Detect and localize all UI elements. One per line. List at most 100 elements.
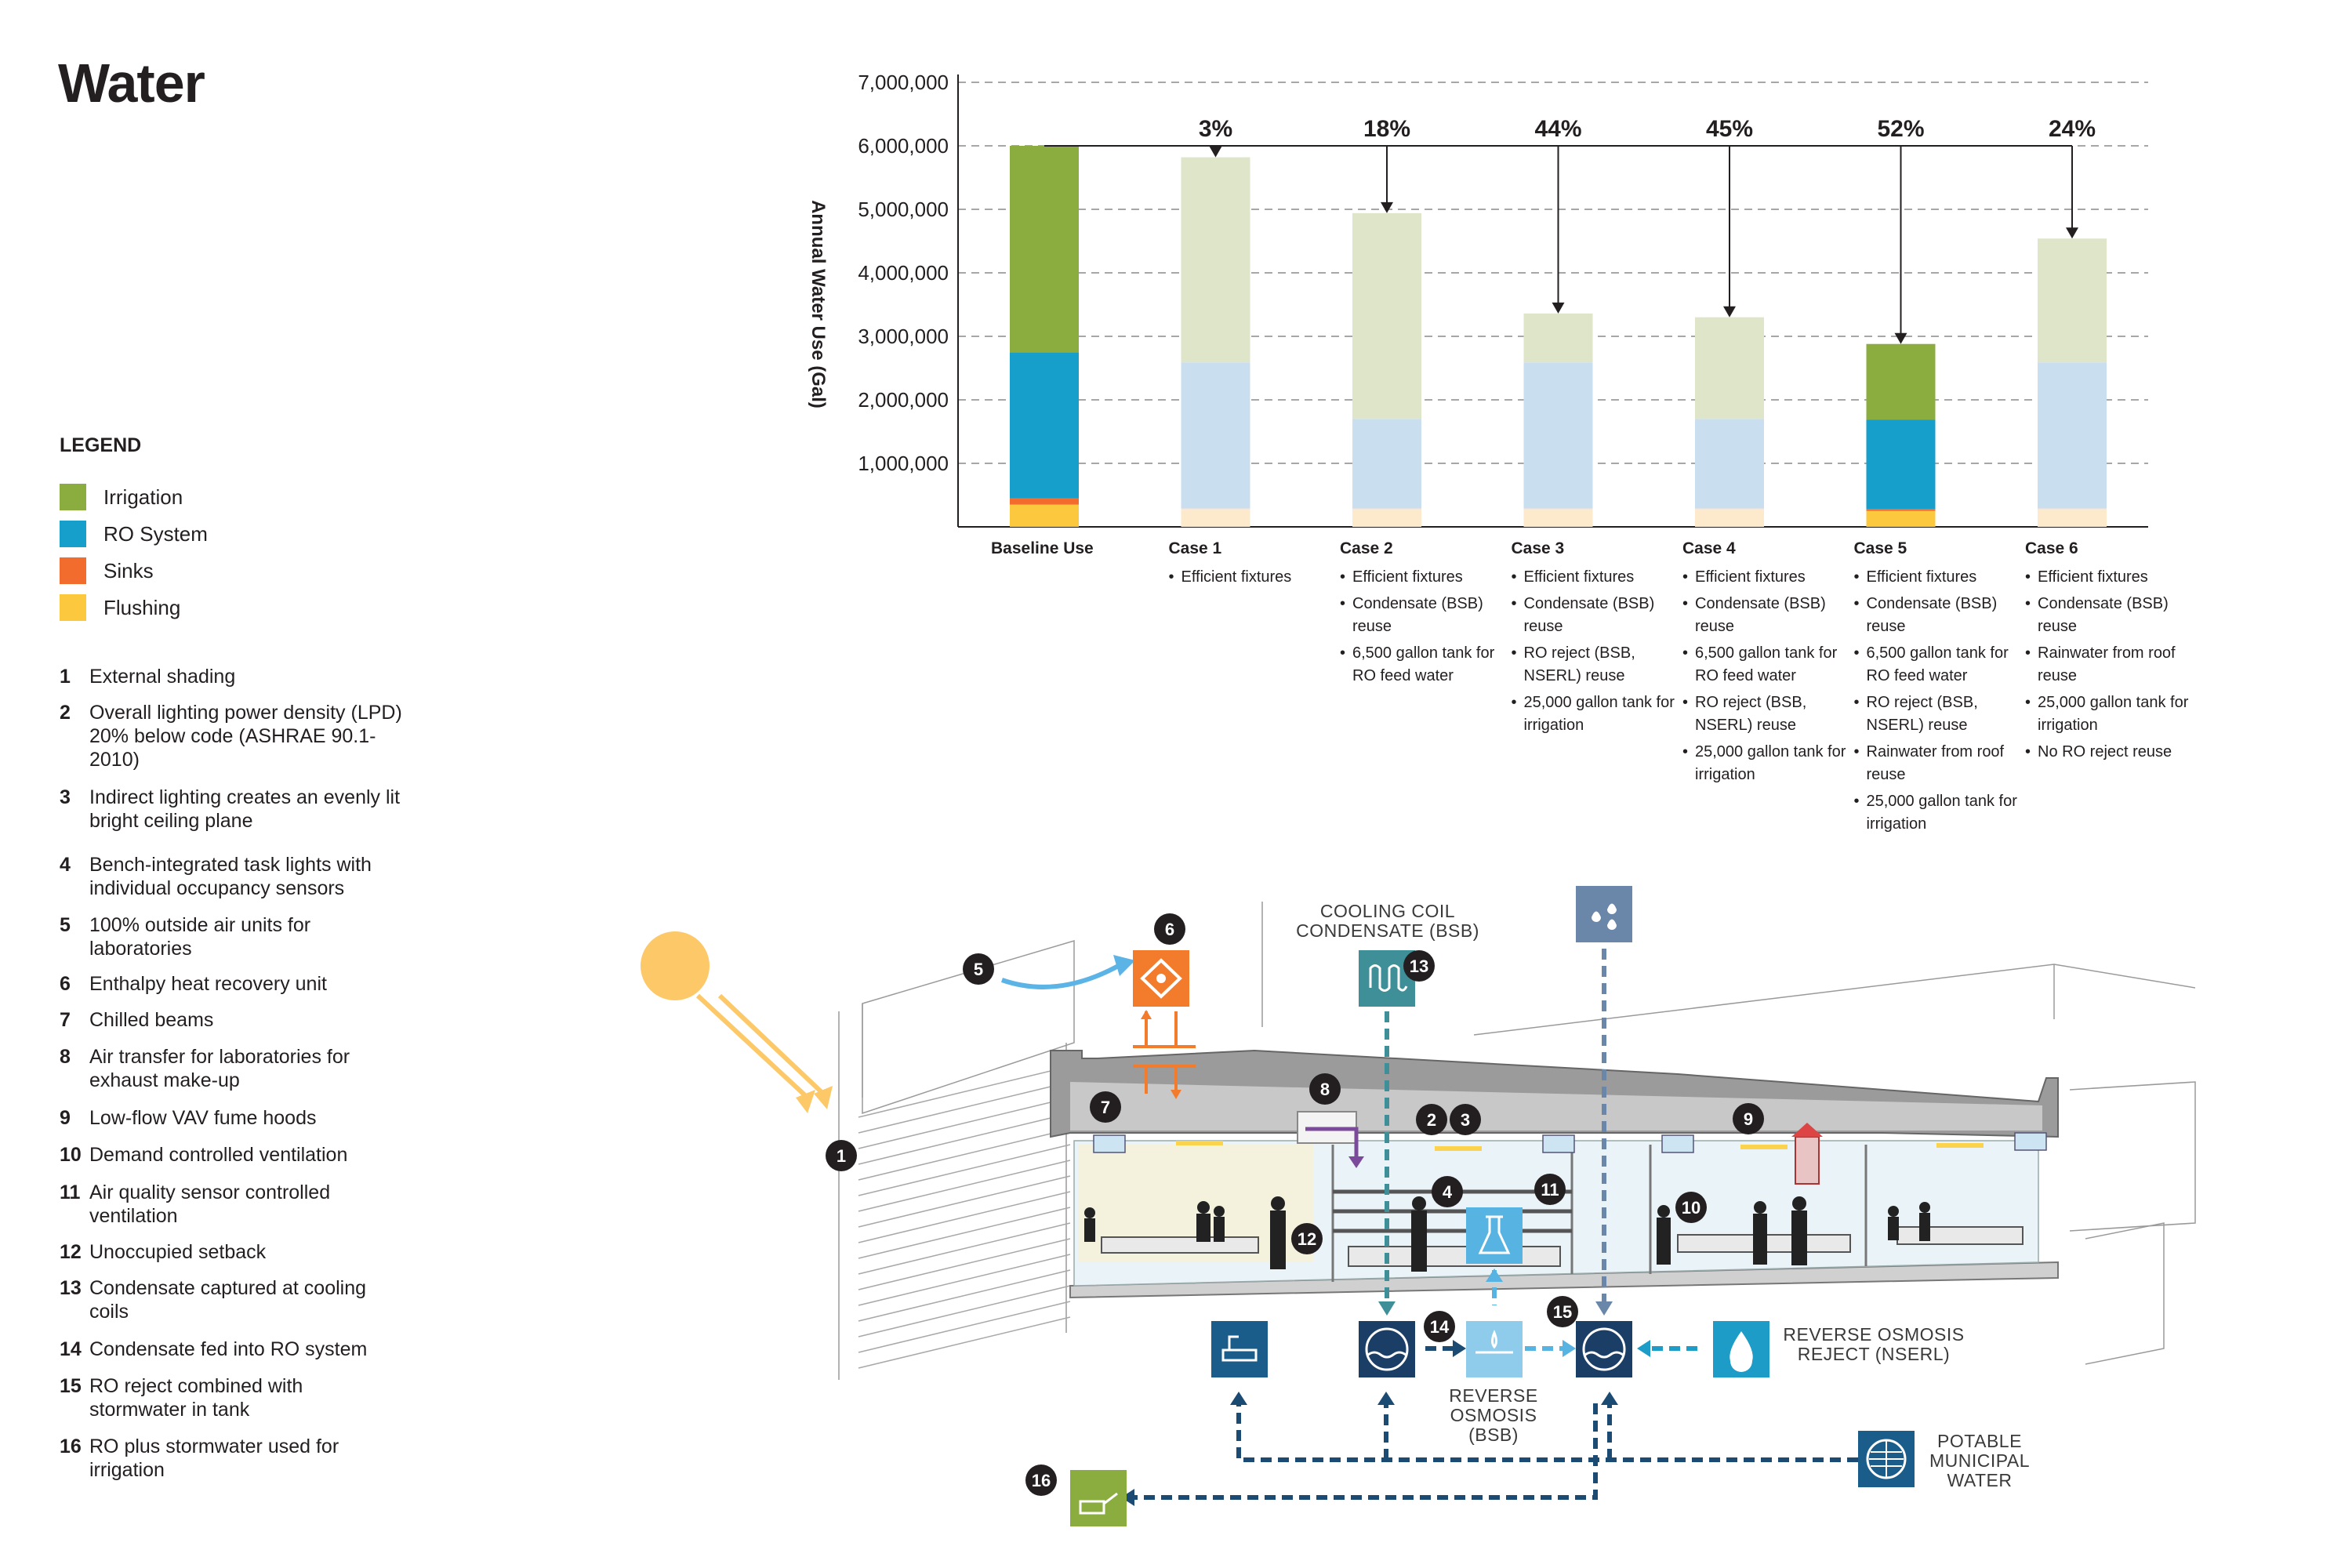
case-note: Efficient fixtures bbox=[1340, 566, 1520, 589]
case-note: Condensate (BSB) reuse bbox=[1340, 593, 1520, 638]
occupant-silhouettes bbox=[1084, 1196, 1930, 1272]
case-note: Efficient fixtures bbox=[2025, 566, 2205, 589]
y-tick-label: 3,000,000 bbox=[858, 325, 949, 348]
case-label: Case 2 bbox=[1340, 539, 1393, 557]
y-tick-label: 5,000,000 bbox=[858, 198, 949, 221]
case-label: Case 3 bbox=[1511, 539, 1565, 557]
note-item: 10 Demand controlled ventilation bbox=[60, 1143, 405, 1167]
legend-label: RO System bbox=[103, 521, 208, 546]
ro-reject-icon bbox=[1713, 1321, 1769, 1377]
legend-label: Flushing bbox=[103, 595, 181, 619]
roof-slab bbox=[1050, 1049, 2059, 1138]
note-number: 6 bbox=[60, 973, 71, 995]
callout-number: 12 bbox=[1298, 1229, 1316, 1249]
callout-circle bbox=[1534, 1174, 1566, 1205]
callout-circle bbox=[1424, 1311, 1455, 1342]
reduction-percent: 52% bbox=[1877, 116, 1924, 142]
outside-air-arrow bbox=[1001, 955, 1135, 989]
note-text: Overall lighting power density (LPD) 20%… bbox=[89, 702, 402, 771]
note-text: Condensate fed into RO system bbox=[89, 1338, 368, 1360]
note-item: 14 Condensate fed into RO system bbox=[60, 1338, 405, 1361]
bar-segment bbox=[2038, 510, 2107, 527]
callout-circle bbox=[1291, 1223, 1323, 1254]
callout-circle bbox=[1547, 1296, 1578, 1327]
note-number: 2 bbox=[60, 702, 71, 724]
callout-number: 2 bbox=[1427, 1110, 1436, 1130]
bar-segment bbox=[1181, 510, 1250, 527]
case-note: Efficient fixtures bbox=[1854, 566, 2034, 589]
case-notes-list: Efficient fixturesCondensate (BSB) reuse… bbox=[1682, 566, 1863, 790]
case-label: Case 1 bbox=[1168, 539, 1222, 557]
bar-segment bbox=[2038, 508, 2107, 510]
bar-segment bbox=[1866, 509, 1936, 511]
legend-item: RO System bbox=[60, 520, 208, 548]
fume-hood-icon bbox=[1791, 1123, 1823, 1185]
note-text: Demand controlled ventilation bbox=[89, 1144, 348, 1166]
bar-segment bbox=[1010, 504, 1079, 527]
legend-label: Irrigation bbox=[103, 485, 183, 509]
note-text: RO reject combined with stormwater in ta… bbox=[89, 1375, 303, 1421]
y-tick-label: 2,000,000 bbox=[858, 388, 949, 412]
bar-segment bbox=[1695, 317, 1764, 419]
callout-circle bbox=[1090, 1091, 1121, 1123]
note-text: Indirect lighting creates an evenly lit … bbox=[89, 786, 401, 832]
note-text: External shading bbox=[89, 666, 236, 688]
legend-swatch bbox=[60, 484, 86, 510]
note-number: 10 bbox=[60, 1144, 82, 1166]
note-item: 9 Low-flow VAV fume hoods bbox=[60, 1106, 405, 1130]
callout-circle bbox=[1675, 1192, 1707, 1223]
reduction-percent: 44% bbox=[1534, 116, 1581, 142]
irrigation-icon bbox=[1070, 1470, 1127, 1526]
case-note: Condensate (BSB) reuse bbox=[2025, 593, 2205, 638]
bar-segment bbox=[1523, 508, 1593, 510]
callout-circle bbox=[1432, 1176, 1463, 1207]
note-number: 9 bbox=[60, 1107, 71, 1129]
callout-circle bbox=[1403, 950, 1435, 982]
note-number: 1 bbox=[60, 666, 71, 688]
case-note: 25,000 gallon tank for irrigation bbox=[1682, 741, 1863, 786]
y-tick-label: 6,000,000 bbox=[858, 134, 949, 158]
callout-number: 9 bbox=[1744, 1109, 1753, 1129]
bar-segment bbox=[1181, 157, 1250, 363]
lab-flask-icon bbox=[1466, 1207, 1523, 1264]
water-use-chart: 1,000,0002,000,0003,000,0004,000,0005,00… bbox=[808, 71, 2148, 528]
case-note: 6,500 gallon tank for RO feed water bbox=[1682, 642, 1863, 688]
reduction-arrowhead bbox=[1552, 302, 1565, 314]
callout-circle bbox=[1450, 1104, 1481, 1135]
note-number: 7 bbox=[60, 1009, 71, 1031]
legend-label: Sinks bbox=[103, 558, 154, 583]
rainwater-icon bbox=[1576, 886, 1632, 942]
note-number: 8 bbox=[60, 1046, 71, 1068]
bar-segment bbox=[1695, 510, 1764, 527]
callout-circle bbox=[1416, 1104, 1447, 1135]
bar-segment bbox=[2038, 362, 2107, 509]
case-note: Condensate (BSB) reuse bbox=[1854, 593, 2034, 638]
legend-item: Sinks bbox=[60, 557, 154, 585]
case-label: Case 5 bbox=[1853, 539, 1907, 557]
case-note: Rainwater from roof reuse bbox=[1854, 741, 2034, 786]
case-notes-list: Efficient fixturesCondensate (BSB) reuse… bbox=[1854, 566, 2034, 840]
callout-number: 1 bbox=[837, 1146, 846, 1166]
callout-number: 14 bbox=[1430, 1317, 1450, 1337]
legend-title: LEGEND bbox=[60, 434, 142, 456]
heat-recovery-icon bbox=[1133, 950, 1196, 1099]
air-transfer-arrow bbox=[1297, 1111, 1364, 1168]
case-note: Efficient fixtures bbox=[1682, 566, 1863, 589]
bar-segment bbox=[1695, 508, 1764, 510]
callout-number: 5 bbox=[974, 960, 983, 979]
note-number: 14 bbox=[60, 1338, 82, 1360]
bar-segment bbox=[1352, 510, 1421, 527]
case-notes-list: Efficient fixturesCondensate (BSB) reuse… bbox=[2025, 566, 2205, 768]
callout-circle bbox=[1025, 1465, 1057, 1496]
callout-number: 4 bbox=[1443, 1182, 1453, 1202]
note-number: 4 bbox=[60, 854, 71, 876]
note-text: Low-flow VAV fume hoods bbox=[89, 1107, 317, 1129]
